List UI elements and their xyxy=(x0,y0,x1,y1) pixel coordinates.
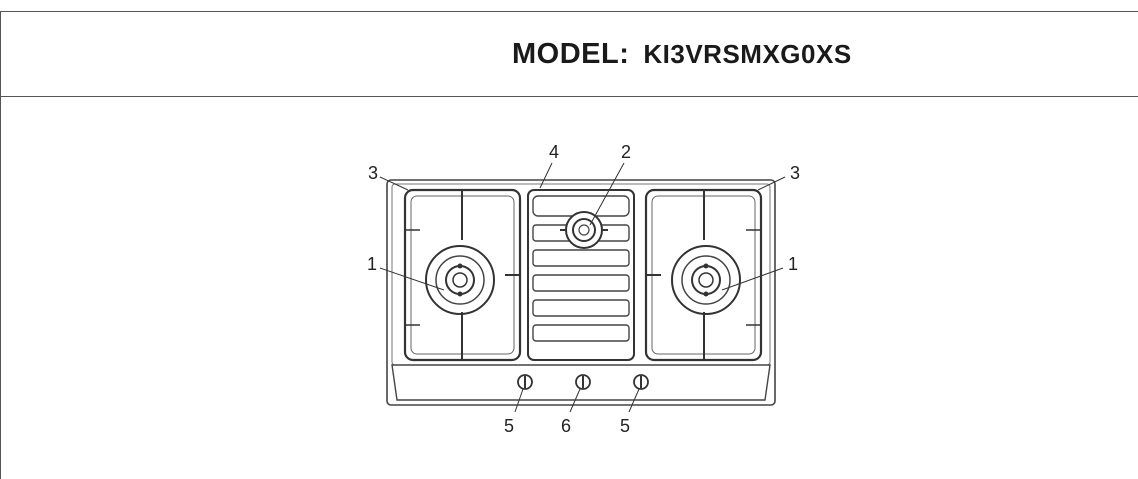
callout-1-left: 1 xyxy=(367,254,377,274)
callout-3-right: 3 xyxy=(790,163,800,183)
frame-top-rule xyxy=(0,11,1138,12)
callout-6: 6 xyxy=(561,416,571,436)
callout-2: 2 xyxy=(621,142,631,162)
left-control-knob xyxy=(517,374,533,390)
leader-line-side-burner-left xyxy=(379,267,445,291)
right-control-knob xyxy=(633,374,649,390)
center-control-knob xyxy=(575,374,591,390)
right-pan-support xyxy=(644,188,763,362)
model-label: MODEL: xyxy=(512,38,630,70)
callout-1-right: 1 xyxy=(788,254,798,274)
leader-line-knob-right xyxy=(628,388,640,413)
callout-5-left: 5 xyxy=(504,416,514,436)
frame-left-rule xyxy=(0,11,1,479)
cooktop-drawing: 3 3 4 2 1 1 5 6 5 xyxy=(367,142,800,436)
left-pan-support xyxy=(403,188,522,362)
leader-line-center-burner xyxy=(589,162,625,226)
center-burner xyxy=(560,211,608,249)
leader-line-side-burner-right xyxy=(721,267,784,291)
callout-4: 4 xyxy=(549,142,559,162)
callout-3-left: 3 xyxy=(368,163,378,183)
cooktop-outline xyxy=(386,179,776,406)
frame-divider-rule xyxy=(0,96,1138,97)
leader-line-griddle xyxy=(539,162,553,189)
callout-5-right: 5 xyxy=(620,416,630,436)
model-number: KI3VRSMXG0XS xyxy=(643,39,852,69)
control-panel xyxy=(391,364,771,401)
leader-line-pan-support-left xyxy=(379,176,409,191)
leader-line-knob-center xyxy=(569,388,581,413)
leader-line-knob-left xyxy=(514,388,524,413)
leader-line-pan-support-right xyxy=(757,176,786,191)
model-heading: MODEL: KI3VRSMXG0XS xyxy=(512,38,852,78)
right-burner xyxy=(671,245,741,315)
cooktop-diagram: 3 3 4 2 1 1 5 6 5 xyxy=(340,130,820,460)
left-burner xyxy=(425,245,495,315)
